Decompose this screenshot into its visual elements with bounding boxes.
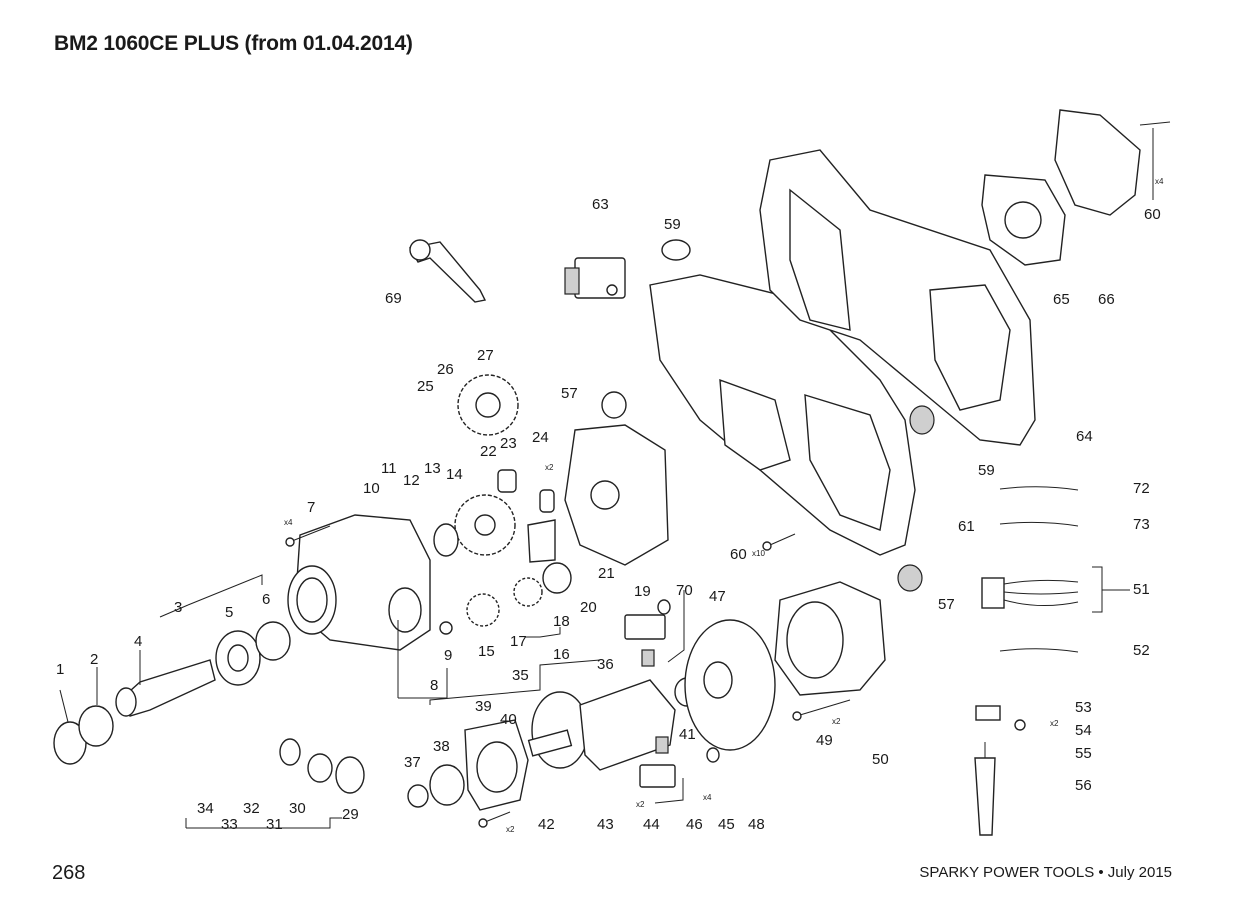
page-number: 268 xyxy=(52,862,86,884)
part-label: 61 xyxy=(958,518,975,535)
part-label: 19 xyxy=(634,583,651,600)
part-label: 44 xyxy=(643,816,660,833)
part-label: 12 xyxy=(403,472,420,489)
part-label: 16 xyxy=(553,646,570,663)
footer-text: SPARKY POWER TOOLS • July 2015 xyxy=(919,864,1172,881)
part-label: 6 xyxy=(262,591,270,608)
part-label: 42 xyxy=(538,816,555,833)
gear-22 xyxy=(454,494,516,556)
page-title: BM2 1060CE PLUS (from 01.04.2014) xyxy=(54,32,413,55)
part-label: 73 xyxy=(1133,516,1150,533)
part-label: 55 xyxy=(1075,745,1092,762)
spindle-4 xyxy=(115,659,216,717)
stator-50 xyxy=(774,581,886,696)
part-label: 60 xyxy=(730,546,747,563)
part-label: 20 xyxy=(580,599,597,616)
part-label: 63 xyxy=(592,196,609,213)
part-label: 50 xyxy=(872,751,889,768)
part-label: 39 xyxy=(475,698,492,715)
part-label: 2 xyxy=(90,651,98,668)
part-label: 47 xyxy=(709,588,726,605)
part-label: 48 xyxy=(748,816,765,833)
part-label: 57 xyxy=(938,596,955,613)
part-label: 65 xyxy=(1053,291,1070,308)
part-label: 49 xyxy=(816,732,833,749)
part-label: 9 xyxy=(444,647,452,664)
qty-mark: x2 xyxy=(1050,719,1059,728)
part-label: 64 xyxy=(1076,428,1093,445)
part-label: 56 xyxy=(1075,777,1092,794)
part-label: 7 xyxy=(307,499,315,516)
part-label: 23 xyxy=(500,435,517,452)
part-label: 22 xyxy=(480,443,497,460)
part-label: 43 xyxy=(597,816,614,833)
qty-mark: x4 xyxy=(1155,177,1164,186)
wrench-69 xyxy=(408,239,487,303)
part-label: 15 xyxy=(478,643,495,660)
cap-66 xyxy=(1054,109,1141,216)
part-label: 1 xyxy=(56,661,64,678)
part-label: 13 xyxy=(424,460,441,477)
part-label: 59 xyxy=(664,216,681,233)
qty-mark: x2 xyxy=(832,717,841,726)
qty-mark: x4 xyxy=(703,793,712,802)
part-label: 24 xyxy=(532,429,549,446)
part-label: 46 xyxy=(686,816,703,833)
part-label: 3 xyxy=(174,599,182,616)
part-label: 5 xyxy=(225,604,233,621)
part-label: 40 xyxy=(500,711,517,728)
part-label: 60 xyxy=(1144,206,1161,223)
part-label: 27 xyxy=(477,347,494,364)
main-housing xyxy=(649,149,1036,556)
part-label: 69 xyxy=(385,290,402,307)
part-label: 66 xyxy=(1098,291,1115,308)
part-label: 33 xyxy=(221,816,238,833)
part-label: 10 xyxy=(363,480,380,497)
part-label: 32 xyxy=(243,800,260,817)
part-label: 34 xyxy=(197,800,214,817)
part-label: 57 xyxy=(561,385,578,402)
qty-mark: x2 xyxy=(636,800,645,809)
part-label: 59 xyxy=(978,462,995,479)
part-label: 29 xyxy=(342,806,359,823)
gear-27 xyxy=(457,374,519,436)
part-label: 17 xyxy=(510,633,527,650)
qty-mark: x2 xyxy=(545,463,554,472)
part-label: 31 xyxy=(266,816,283,833)
part-label: 41 xyxy=(679,726,696,743)
switch-63 xyxy=(564,257,626,299)
part-label: 8 xyxy=(430,677,438,694)
part-label: 52 xyxy=(1133,642,1150,659)
part-label: 30 xyxy=(289,800,306,817)
part-label: 53 xyxy=(1075,699,1092,716)
part-label: 72 xyxy=(1133,480,1150,497)
qty-mark: x4 xyxy=(284,518,293,527)
part-label: 38 xyxy=(433,738,450,755)
part-label: 18 xyxy=(553,613,570,630)
qty-mark: x10 xyxy=(752,549,765,558)
part-label: 70 xyxy=(676,582,693,599)
part-label: 51 xyxy=(1133,581,1150,598)
part-label: 25 xyxy=(417,378,434,395)
part-label: 35 xyxy=(512,667,529,684)
part-label: 37 xyxy=(404,754,421,771)
part-label: 14 xyxy=(446,466,463,483)
qty-mark: x2 xyxy=(506,825,515,834)
part-label: 54 xyxy=(1075,722,1092,739)
part-label: 45 xyxy=(718,816,735,833)
part-label: 4 xyxy=(134,633,142,650)
part-label: 21 xyxy=(598,565,615,582)
group-29-34 xyxy=(279,738,365,794)
part-label: 26 xyxy=(437,361,454,378)
part-label: 36 xyxy=(597,656,614,673)
rotor-40 xyxy=(527,677,700,771)
part-label: 11 xyxy=(381,460,397,477)
